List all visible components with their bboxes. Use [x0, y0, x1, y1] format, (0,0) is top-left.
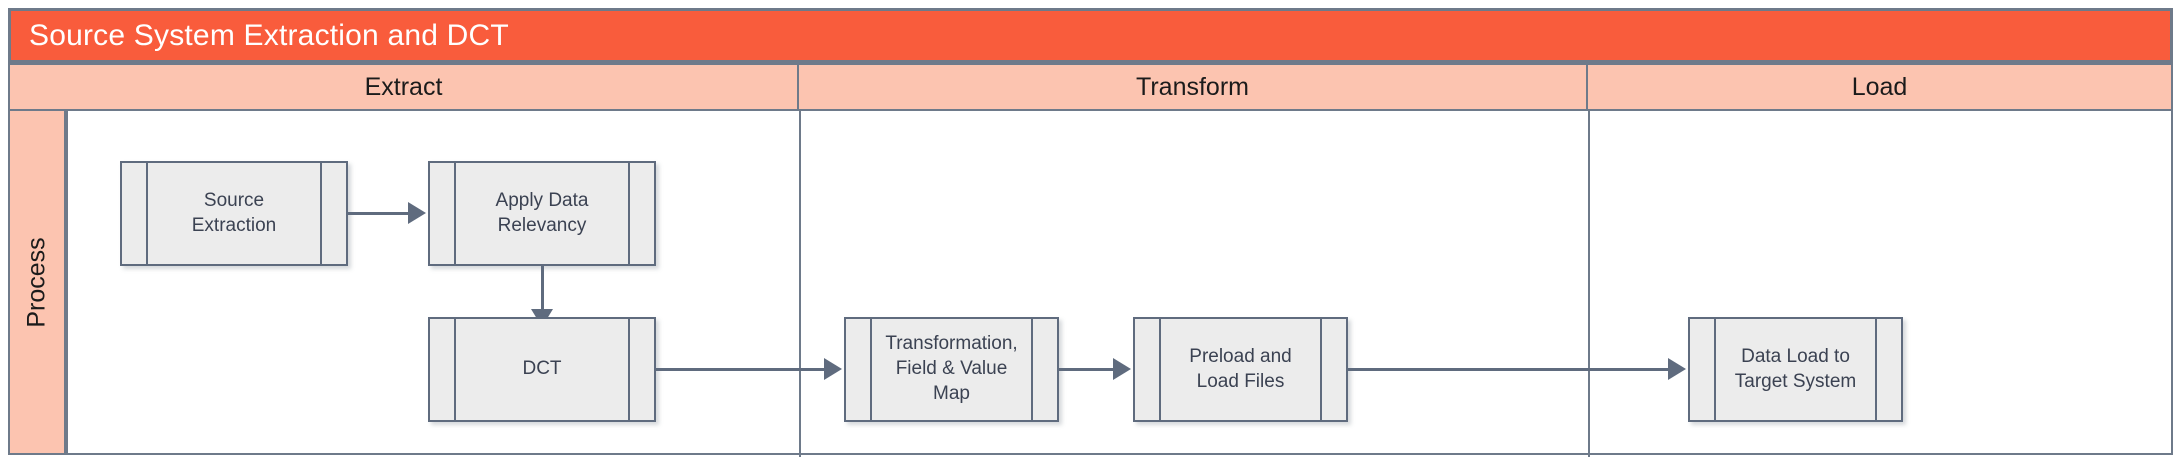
diagram-title: Source System Extraction and DCT	[29, 18, 509, 52]
node-preload-and-load-files[interactable]: Preload and Load Files	[1133, 317, 1348, 422]
band-label-cell-process: Process	[8, 109, 66, 455]
arrow-transformation-to-preload	[1113, 358, 1131, 380]
arrow-source-extraction-to-apply-data-relevancy	[408, 202, 426, 224]
connector-dct-to-transformation	[656, 368, 826, 371]
diagram-title-bar: Source System Extraction and DCT	[8, 8, 2173, 63]
lane-header-transform: Transform	[797, 63, 1588, 111]
connector-preload-to-data-load	[1348, 368, 1670, 371]
node-data-load-to-target-system[interactable]: Data Load to Target System	[1688, 317, 1903, 422]
lane-header-load: Load	[1586, 63, 2173, 111]
node-preload-and-load-files-label: Preload and Load Files	[1189, 345, 1292, 392]
lane-header-transform-label: Transform	[1136, 72, 1249, 101]
lane-header-extract-label: Extract	[364, 72, 443, 101]
arrow-dct-to-transformation	[824, 358, 842, 380]
connector-source-extraction-to-apply-data-relevancy	[348, 212, 410, 215]
connector-transformation-to-preload	[1059, 368, 1115, 371]
lane-divider-transform-load	[1588, 111, 1590, 457]
node-source-extraction-label: Source Extraction	[191, 189, 277, 236]
node-transformation-field-value-map[interactable]: Transformation, Field & Value Map	[844, 317, 1059, 422]
band-label-process: Process	[22, 236, 51, 328]
node-apply-data-relevancy-label: Apply Data Relevancy	[495, 189, 589, 236]
node-apply-data-relevancy[interactable]: Apply Data Relevancy	[428, 161, 656, 266]
arrow-preload-to-data-load	[1668, 358, 1686, 380]
node-source-extraction[interactable]: Source Extraction	[120, 161, 348, 266]
node-dct-label: DCT	[522, 358, 562, 380]
node-data-load-to-target-system-label: Data Load to Target System	[1734, 345, 1857, 392]
node-dct[interactable]: DCT	[428, 317, 656, 422]
lane-header-load-label: Load	[1851, 72, 1908, 101]
lane-header-extract: Extract	[8, 63, 799, 111]
node-transformation-field-value-map-label: Transformation, Field & Value Map	[885, 333, 1018, 404]
lane-header-row: Extract Transform Load	[8, 63, 2173, 111]
lane-divider-extract-transform	[799, 111, 801, 457]
band-row-process: Process Source Extraction Apply Data Rel…	[8, 109, 2173, 457]
band-body: Source Extraction Apply Data Relevancy D…	[66, 109, 2173, 457]
connector-apply-data-relevancy-to-dct	[541, 266, 544, 315]
